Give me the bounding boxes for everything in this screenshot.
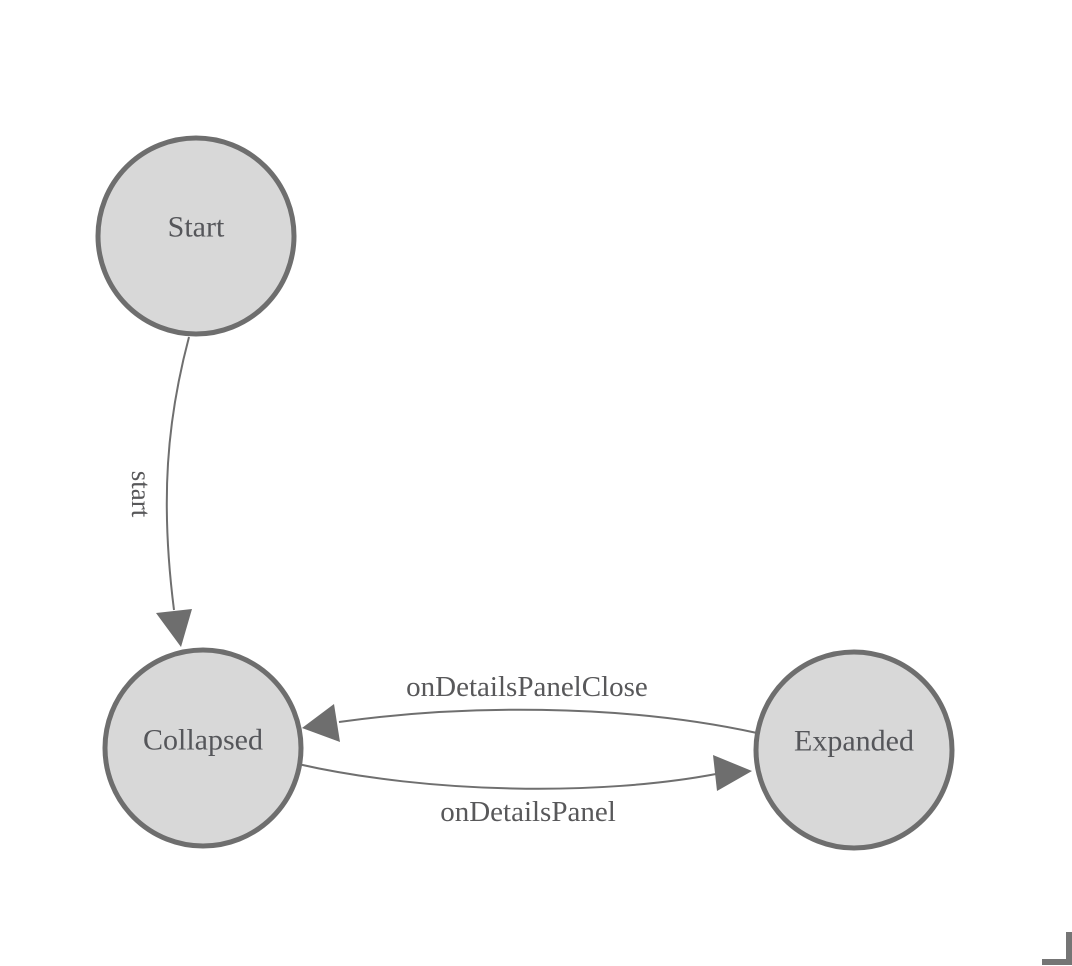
corner-mark-horizontal	[1042, 959, 1072, 965]
state-node-collapsed-circle[interactable]	[102, 647, 304, 849]
edge-label-start: start	[126, 471, 156, 518]
edge-arrowhead	[713, 755, 752, 791]
edge-arrowhead	[302, 704, 340, 742]
canvas-corner-mark	[1042, 932, 1072, 965]
state-node-start[interactable]: Start	[95, 135, 297, 337]
state-node-expanded-label: Expanded	[794, 725, 914, 758]
edge-collapsed-to-expanded: onDetailsPanel	[297, 755, 752, 828]
edge-label-ondetailspanel: onDetailsPanel	[440, 796, 616, 828]
edge-expanded-to-collapsed: onDetailsPanelClose	[302, 671, 758, 742]
edge-arrowhead	[156, 609, 192, 647]
corner-mark-vertical	[1066, 932, 1072, 965]
edge-label-ondetailspanelclose: onDetailsPanelClose	[406, 671, 648, 703]
state-node-expanded-circle[interactable]	[753, 649, 955, 851]
state-node-collapsed-label: Collapsed	[143, 724, 263, 757]
edge-line	[297, 763, 717, 790]
state-node-start-label: Start	[168, 211, 225, 244]
state-node-start-circle[interactable]	[95, 135, 297, 337]
edge-line	[338, 708, 758, 734]
edge-start-to-collapsed: start	[126, 336, 192, 647]
state-node-expanded[interactable]: Expanded	[753, 649, 955, 851]
edge-line	[165, 336, 190, 611]
state-node-collapsed[interactable]: Collapsed	[102, 647, 304, 849]
